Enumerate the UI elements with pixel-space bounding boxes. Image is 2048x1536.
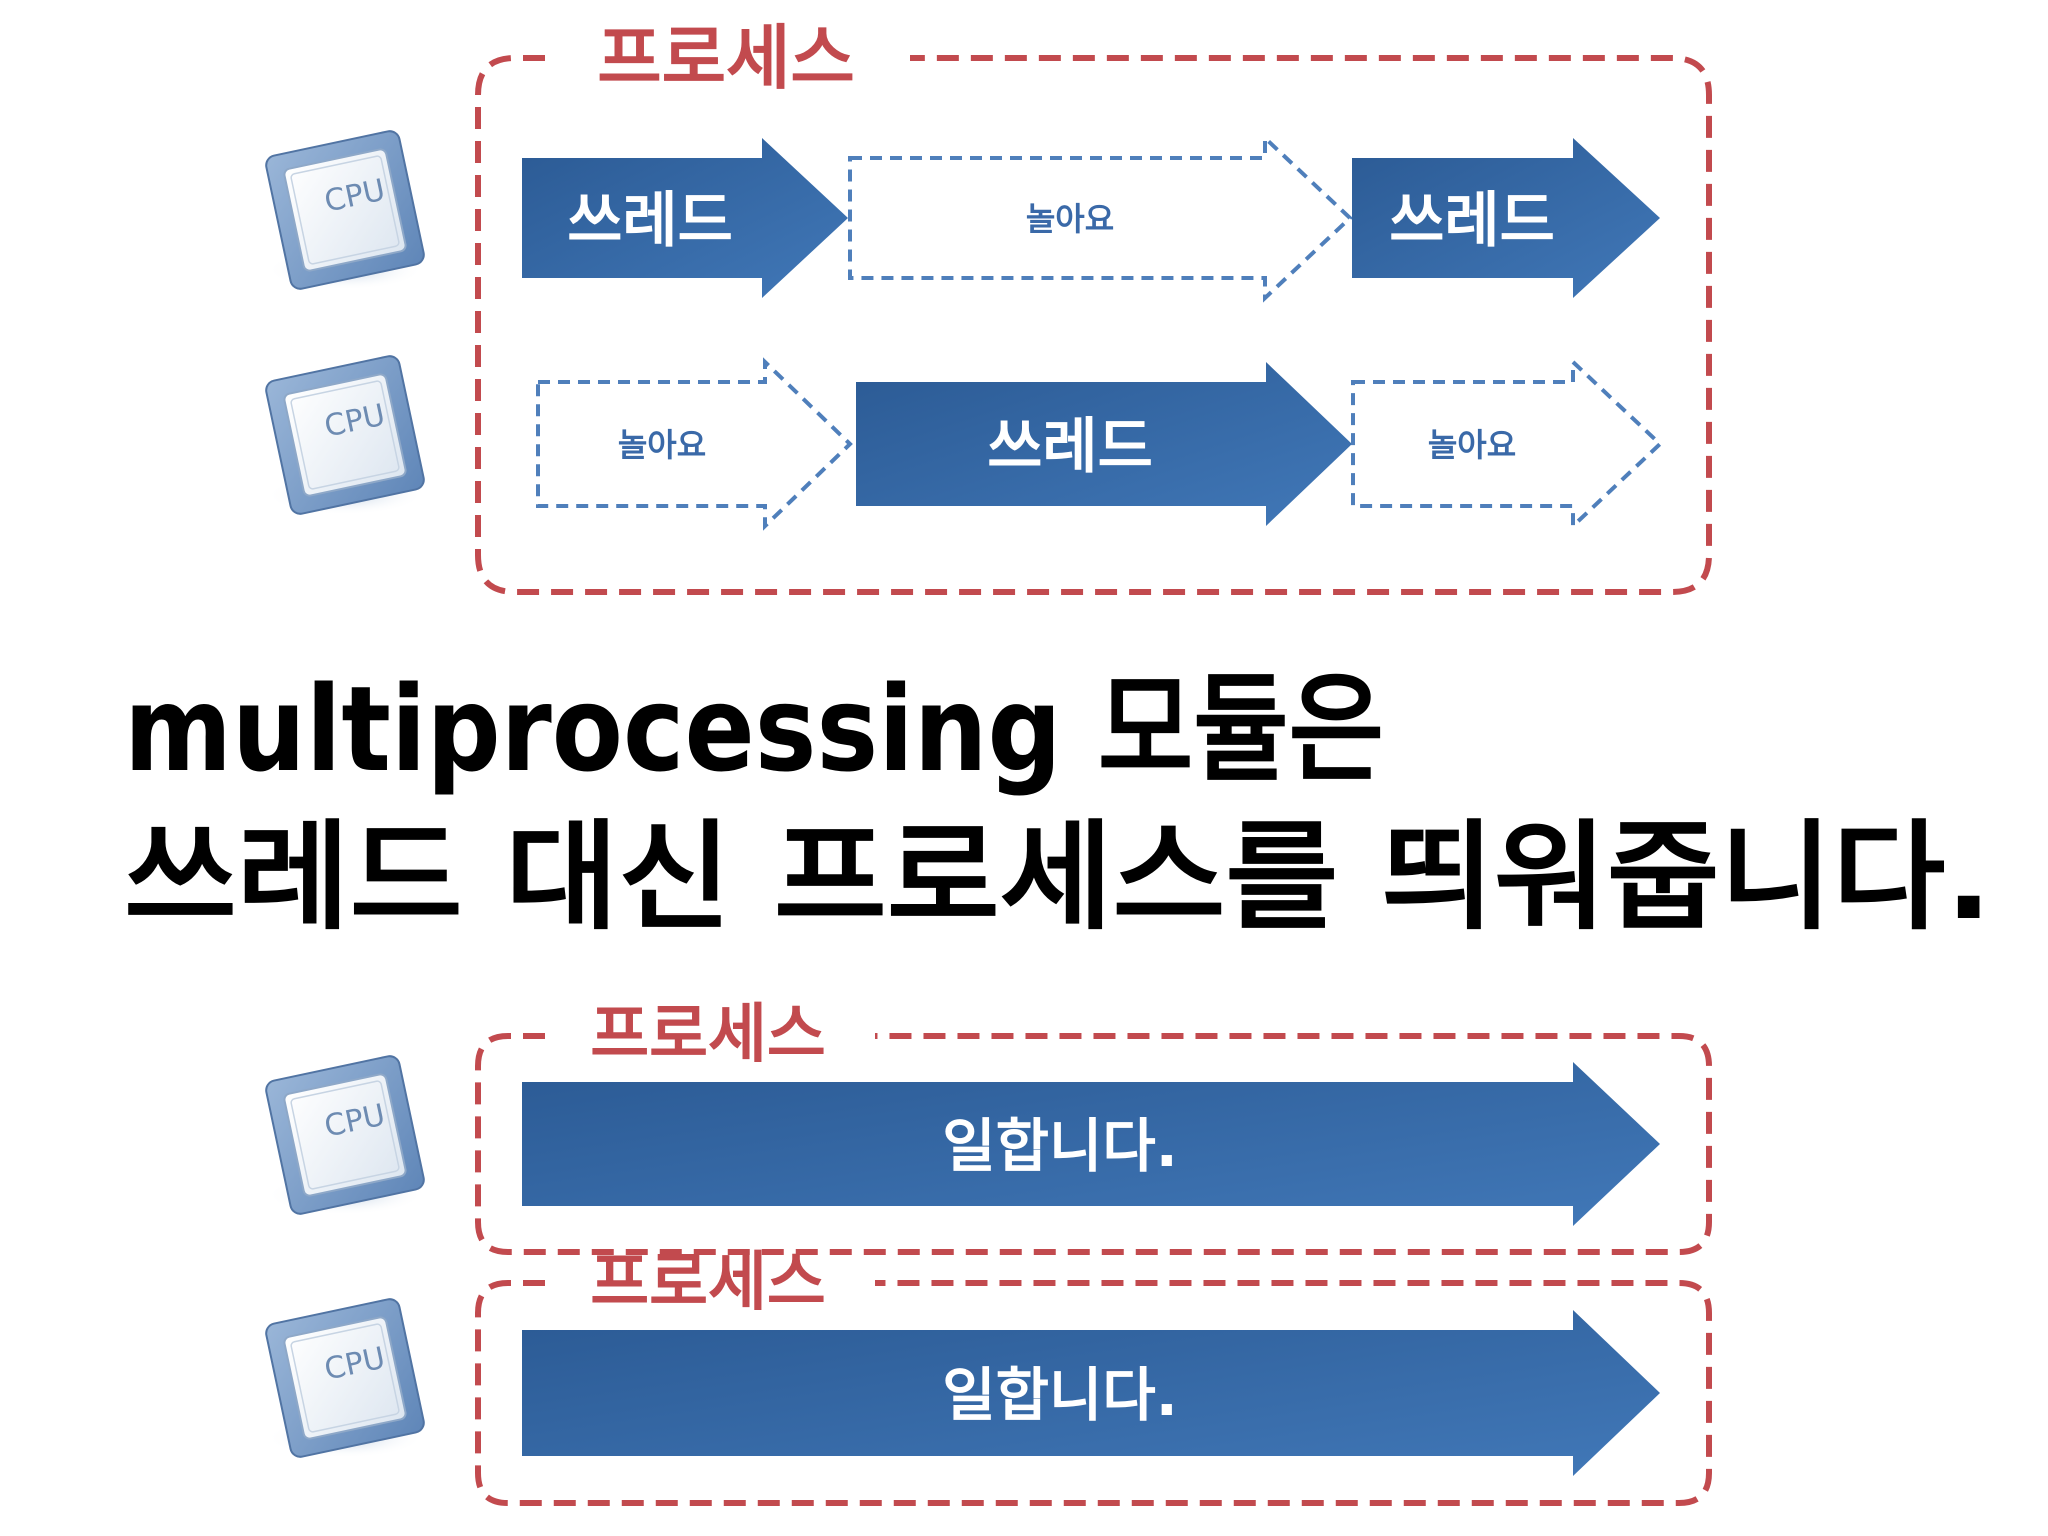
idle-arrow: 놀아요 <box>1351 357 1663 531</box>
thread-arrow: 쓰레드 <box>1352 138 1660 298</box>
top-process: 프로세스 CPU CPU 쓰레드 놀아요 쓰레드 놀아요 <box>263 17 1712 595</box>
process-border <box>475 1033 1712 1255</box>
svg-text:놀아요: 놀아요 <box>1026 200 1114 238</box>
cpu-chip-icon: CPU <box>263 353 427 517</box>
idle-arrow: 놀아요 <box>848 133 1353 303</box>
svg-text:쓰레드: 쓰레드 <box>567 186 733 256</box>
cpu-chip-icon: CPU <box>263 128 427 292</box>
svg-text:쓰레드: 쓰레드 <box>1389 186 1555 256</box>
svg-text:놀아요: 놀아요 <box>1428 426 1516 464</box>
cpu-chip-icon: CPU <box>263 1296 427 1460</box>
cpu-chip-icon: CPU <box>263 1053 427 1217</box>
idle-arrow: 놀아요 <box>536 357 853 531</box>
process-label: 프로세스 <box>590 998 826 1072</box>
thread-arrow: 쓰레드 <box>522 138 848 298</box>
process-border <box>475 1280 1712 1506</box>
top-process-border <box>475 55 1712 595</box>
svg-text:일합니다.: 일합니다. <box>942 1112 1177 1180</box>
bottom-process: 프로세스 CPU 일합니다. <box>263 1246 1712 1506</box>
process-label: 프로세스 <box>590 1246 826 1320</box>
heading-line-1: multiprocessing 모듈은 <box>124 660 1384 798</box>
svg-text:일합니다.: 일합니다. <box>942 1361 1177 1429</box>
work-arrow: 일합니다. <box>522 1062 1660 1226</box>
svg-text:쓰레드: 쓰레드 <box>987 412 1153 482</box>
svg-text:놀아요: 놀아요 <box>618 426 706 464</box>
top-process-label: 프로세스 <box>597 17 855 99</box>
work-arrow: 일합니다. <box>522 1310 1660 1476</box>
thread-arrow: 쓰레드 <box>856 362 1352 526</box>
bottom-process: 프로세스 CPU 일합니다. <box>263 998 1712 1255</box>
heading-line-2: 쓰레드 대신 프로세스를 띄워줍니다. <box>124 808 1992 946</box>
